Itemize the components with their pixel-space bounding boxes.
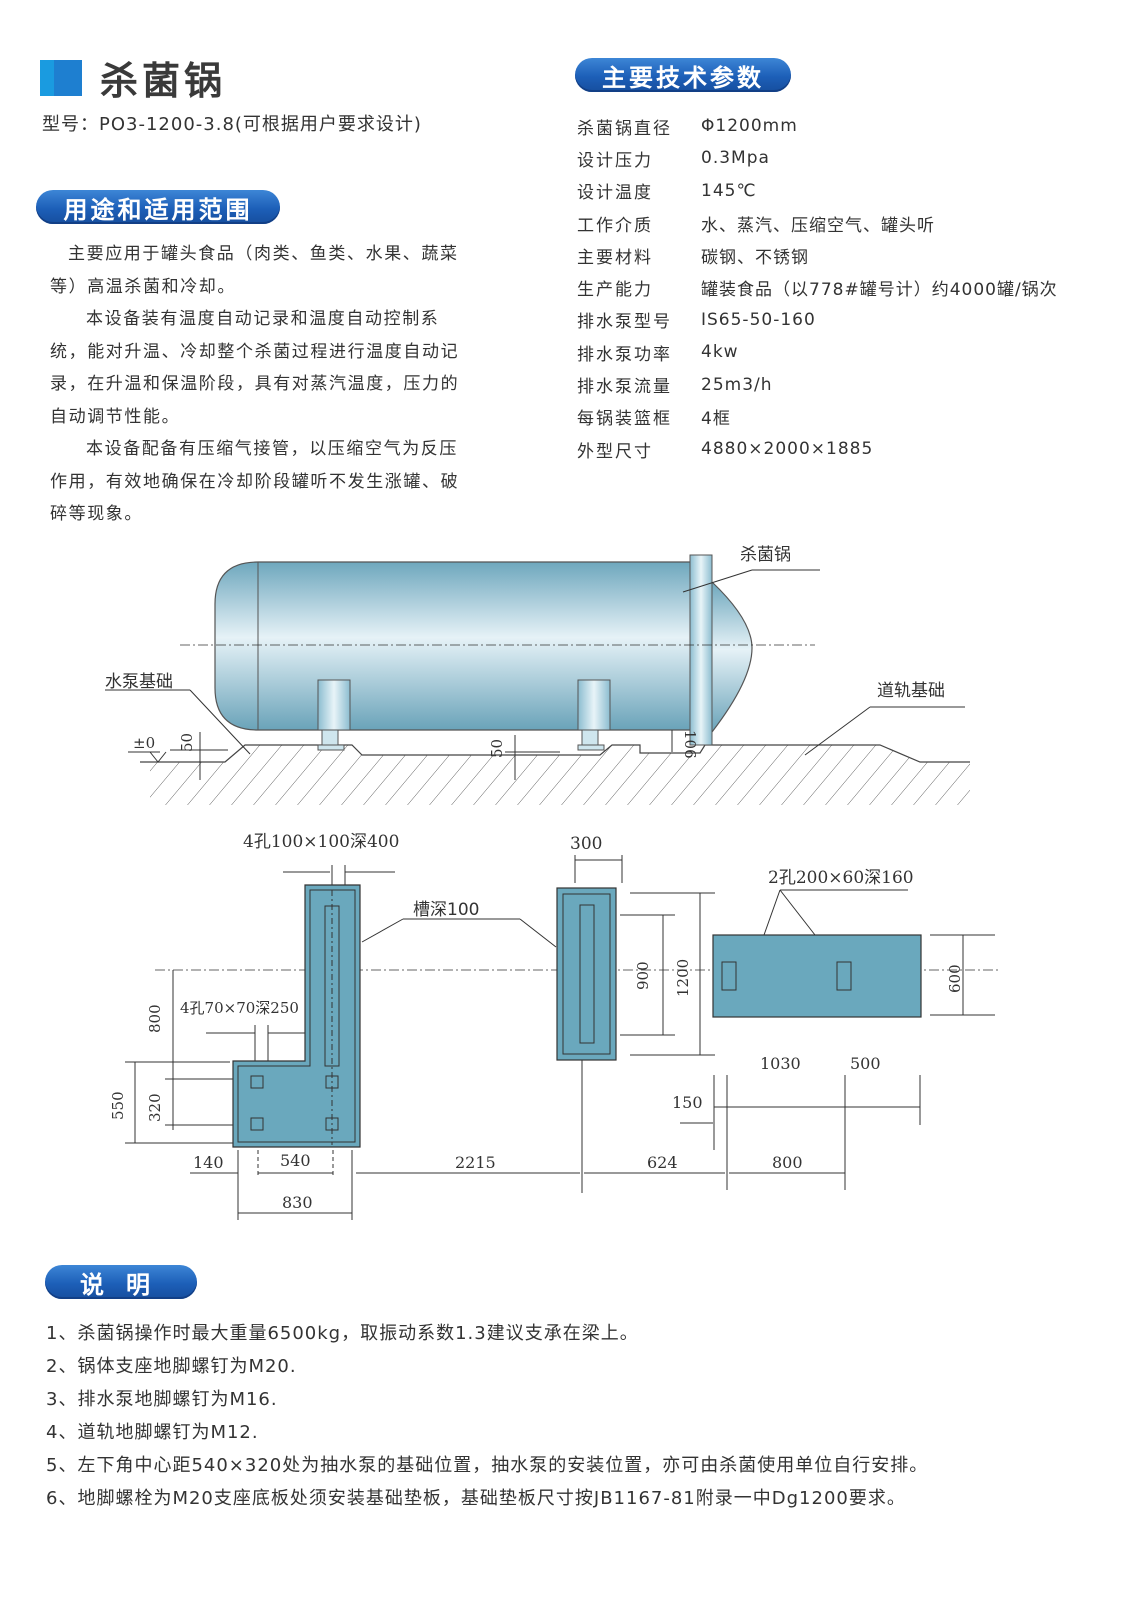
param-label: 排水泵型号 <box>577 312 672 333</box>
level-mark: ±0 <box>133 734 155 752</box>
dim-830: 830 <box>282 1193 313 1212</box>
label-groove: 槽深100 <box>413 900 479 920</box>
dim-900: 900 <box>634 961 652 990</box>
param-row: 杀菌锅直径 Φ1200mm <box>577 110 1058 142</box>
param-value: Φ1200mm <box>701 116 798 137</box>
param-row: 每锅装篮框 4框 <box>577 401 1058 433</box>
label-pump-base: 水泵基础 <box>105 672 173 692</box>
label-rail-base: 道轨基础 <box>877 681 945 701</box>
pump-foundation <box>556 887 617 1061</box>
usage-heading: 用途和适用范围 <box>36 190 280 224</box>
param-value: 4框 <box>701 409 731 430</box>
dim-2215: 2215 <box>455 1153 496 1172</box>
dim-1030: 1030 <box>760 1054 801 1073</box>
param-row: 生产能力 罐装食品（以778#罐号计）约4000罐/锅次 <box>577 271 1058 303</box>
dim-1200: 1200 <box>674 959 692 997</box>
model-number: 型号：PO3-1200-3.8(可根据用户要求设计) <box>42 114 422 135</box>
param-value: IS65-50-160 <box>701 309 816 330</box>
usage-paragraph: 主要应用于罐头食品（肉类、鱼类、水果、蔬菜等）高温杀菌和冷却。 <box>50 244 459 297</box>
page-title-block: 杀菌锅 <box>40 50 226 105</box>
elevation-drawing: 杀菌锅 水泵基础 道轨基础 ±0 50 50 106 <box>105 545 970 805</box>
param-label: 设计压力 <box>577 150 653 171</box>
param-row: 排水泵功率 4kw <box>577 336 1058 368</box>
vessel-body <box>214 561 701 731</box>
dim-320: 320 <box>146 1093 164 1122</box>
label-holes-100: 4孔100×100深400 <box>243 832 399 852</box>
note-item: 3、排水泵地脚螺钉为M16. <box>46 1388 278 1410</box>
param-value: 4880×2000×1885 <box>701 439 874 460</box>
param-label: 主要材料 <box>577 247 653 268</box>
param-label: 排水泵流量 <box>577 377 672 398</box>
param-row: 排水泵流量 25m3/h <box>577 368 1058 400</box>
note-item: 6、地脚螺栓为M20支座底板处须安装基础垫板，基础垫板尺寸按JB1167-81附… <box>46 1487 906 1509</box>
notes-list: 1、杀菌锅操作时最大重量6500kg，取振动系数1.3建议支承在梁上。 2、锅体… <box>46 1315 928 1513</box>
label-holes-70: 4孔70×70深250 <box>180 999 299 1017</box>
note-item: 1、杀菌锅操作时最大重量6500kg，取振动系数1.3建议支承在梁上。 <box>46 1322 639 1344</box>
param-label: 生产能力 <box>577 280 653 301</box>
param-value: 碳钢、不锈钢 <box>701 247 809 268</box>
dim-150: 150 <box>672 1093 703 1112</box>
usage-text: 主要应用于罐头食品（肉类、鱼类、水果、蔬菜等）高温杀菌和冷却。 本设备装有温度自… <box>50 238 470 531</box>
foundation-plan: 4孔100×100深400 槽深100 4孔70×70深250 800 320 … <box>109 832 1000 1220</box>
page-title: 杀菌锅 <box>100 59 227 103</box>
param-label: 工作介质 <box>577 215 653 236</box>
param-value: 145℃ <box>701 180 757 201</box>
label-holes-200: 2孔200×60深160 <box>768 868 914 888</box>
title-square-icon <box>40 59 82 96</box>
notes-heading: 说明 <box>45 1265 197 1299</box>
dim-300: 300 <box>570 834 602 854</box>
param-value: 25m3/h <box>701 374 773 395</box>
rail-foundation <box>712 934 922 1018</box>
dim-624: 624 <box>647 1153 678 1172</box>
param-label: 每锅装篮框 <box>577 409 672 430</box>
usage-paragraph: 本设备装有温度自动记录和温度自动控制系统，能对升温、冷却整个杀菌过程进行温度自动… <box>50 309 460 427</box>
note-item: 2、锅体支座地脚螺钉为M20. <box>46 1355 297 1377</box>
param-value: 0.3Mpa <box>701 148 770 169</box>
dim-500: 500 <box>850 1054 881 1073</box>
vessel-foundation <box>232 884 361 1148</box>
usage-paragraph: 本设备配备有压缩气接管，以压缩空气为反压作用，有效地确保在冷却阶段罐听不发生涨罐… <box>50 439 460 524</box>
param-label: 外型尺寸 <box>577 441 653 462</box>
dim-140: 140 <box>193 1153 224 1172</box>
dim-540: 540 <box>280 1151 311 1170</box>
param-row: 工作介质 水、蒸汽、压缩空气、罐头听 <box>577 207 1058 239</box>
param-value: 罐装食品（以778#罐号计）约4000罐/锅次 <box>701 280 1058 301</box>
param-row: 设计压力 0.3Mpa <box>577 142 1058 174</box>
param-row: 主要材料 碳钢、不锈钢 <box>577 239 1058 271</box>
dim-106: 106 <box>681 730 699 759</box>
dim-600: 600 <box>946 964 964 993</box>
vessel-door <box>689 554 713 746</box>
dim-550: 550 <box>109 1091 127 1120</box>
param-value: 水、蒸汽、压缩空气、罐头听 <box>701 215 935 236</box>
params-heading: 主要技术参数 <box>575 58 791 92</box>
note-item: 4、道轨地脚螺钉为M12. <box>46 1421 259 1443</box>
label-vessel: 杀菌锅 <box>740 545 791 565</box>
param-label: 排水泵功率 <box>577 344 672 365</box>
dim-800: 800 <box>146 1004 164 1033</box>
dim-800-h: 800 <box>772 1153 803 1172</box>
param-label: 杀菌锅直径 <box>577 118 672 139</box>
param-value: 4kw <box>701 342 739 363</box>
ground-hatch <box>150 745 970 805</box>
note-item: 5、左下角中心距540×320处为抽水泵的基础位置，抽水泵的安装位置，亦可由杀菌… <box>46 1454 929 1476</box>
param-label: 设计温度 <box>577 183 653 204</box>
param-row: 外型尺寸 4880×2000×1885 <box>577 433 1058 465</box>
params-table: 杀菌锅直径 Φ1200mm 设计压力 0.3Mpa 设计温度 145℃ 工作介质 水、蒸… <box>577 110 1058 465</box>
dim-50-mid: 50 <box>488 739 506 758</box>
param-row: 设计温度 145℃ <box>577 175 1058 207</box>
dim-50-left: 50 <box>178 733 196 752</box>
param-row: 排水泵型号 IS65-50-160 <box>577 304 1058 336</box>
